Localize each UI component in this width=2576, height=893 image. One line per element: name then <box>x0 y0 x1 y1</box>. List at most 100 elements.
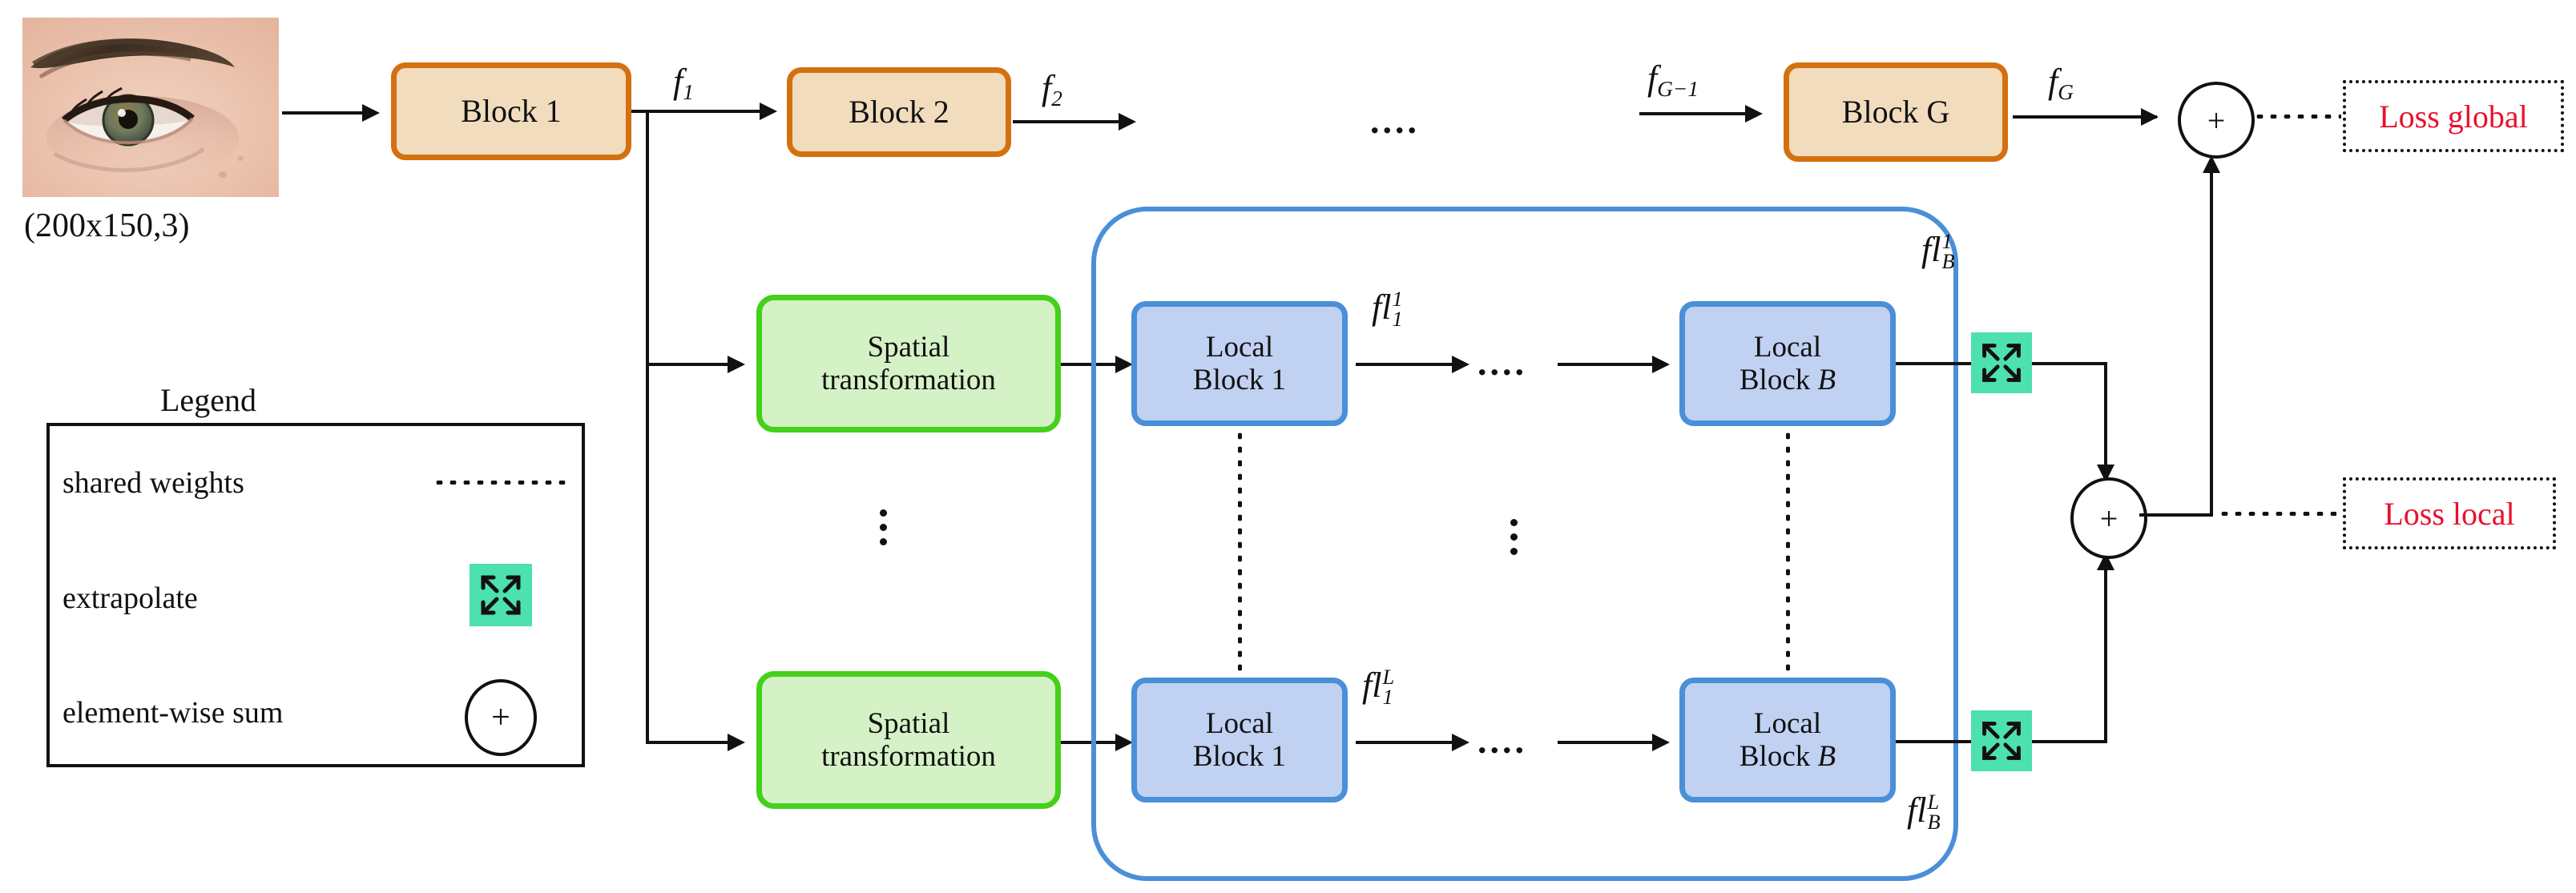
arrow-local-rowL-b-line <box>1558 741 1662 744</box>
line-extra-rowL-to-up <box>2032 740 2107 743</box>
dotted-local-to-loss <box>2218 512 2336 516</box>
dotted-line-icon <box>433 481 567 485</box>
arrow-f2-line <box>1013 120 1131 123</box>
legend-label-extrapolate: extrapolate <box>62 581 198 615</box>
local-block-1-rowL-line1: Local <box>1205 706 1274 740</box>
legend-label-shared-weights: shared weights <box>62 466 244 500</box>
label-fl-1-L-sub: 1 <box>1382 684 1393 709</box>
arrow-f1-to-block2-head <box>760 103 777 120</box>
label-fG: fG <box>2048 62 2074 105</box>
branch-to-spatial-1-head <box>728 356 745 373</box>
spatial-transformation-1-line2: transformation <box>821 364 996 396</box>
arrow-local-row1-b-head <box>1652 356 1670 373</box>
block-1[interactable]: Block 1 <box>391 62 631 160</box>
loss-local-label: Loss local <box>2384 495 2515 532</box>
arrow-input-to-block1-line <box>282 111 365 115</box>
label-fl-1-1-sub: 1 <box>1392 306 1403 331</box>
block-2-label: Block 2 <box>849 93 949 130</box>
input-caption: (200x150,3) <box>24 207 190 244</box>
shared-weights-dotted-col-1 <box>1238 429 1242 676</box>
legend-label-elementwise-sum: element-wise sum <box>62 696 284 730</box>
dotted-global-to-loss <box>2253 115 2341 119</box>
plus-circle-icon: + <box>465 679 537 756</box>
spatial-transformation-1-line1: Spatial <box>867 330 950 364</box>
loss-global-box: Loss global <box>2343 80 2564 152</box>
legend-item-shared-weights: shared weights <box>62 455 572 511</box>
arrow-local-row1-a-head <box>1452 356 1469 373</box>
global-row-ellipsis: .... <box>1370 100 1420 141</box>
arrow-local-row1-a-line <box>1356 363 1461 366</box>
label-fl-1-L-sup: L <box>1382 664 1395 689</box>
spatial-transformation-L-line1: Spatial <box>867 706 950 740</box>
local-block-1-row1[interactable]: Local Block 1 <box>1131 301 1348 426</box>
local-block-B-rowL-line2: Block B <box>1739 740 1836 773</box>
line-row1-down-to-localsum <box>2104 362 2107 476</box>
local-rowL-ellipsis: .... <box>1477 720 1527 761</box>
arrow-fG-line <box>2013 115 2157 119</box>
line-rowL-up-to-localsum <box>2104 561 2107 742</box>
global-sum-node[interactable]: + <box>2178 82 2255 159</box>
extrapolate-icon-rowL[interactable] <box>1971 710 2032 771</box>
local-block-1-row1-line2: Block 1 <box>1192 364 1287 396</box>
spatial-transformation-1[interactable]: Spatial transformation <box>756 295 1061 432</box>
block-1-label: Block 1 <box>461 92 562 129</box>
loss-global-label: Loss global <box>2379 98 2528 135</box>
block-2[interactable]: Block 2 <box>787 67 1011 157</box>
local-blocks-vertical-ellipsis <box>1510 519 1518 555</box>
extrapolate-icon-row1[interactable] <box>1971 332 2032 393</box>
spatial-transformation-L[interactable]: Spatial transformation <box>756 671 1061 809</box>
label-fl-B-1-sub: B <box>1941 248 1955 273</box>
legend-item-extrapolate: extrapolate <box>62 570 572 626</box>
local-block-B-rowL[interactable]: Local Block B <box>1679 678 1896 802</box>
label-fG-minus-1: fG−1 <box>1647 58 1699 102</box>
input-eye-image <box>22 18 279 197</box>
label-fl-1-1-sup: 1 <box>1392 286 1403 311</box>
spatial-vertical-ellipsis <box>880 509 887 545</box>
local-block-1-rowL-line2: Block 1 <box>1192 740 1287 773</box>
line-localB-rowL-out <box>1896 740 1998 743</box>
extrapolate-icon <box>470 564 532 626</box>
local-block-B-row1[interactable]: Local Block B <box>1679 301 1896 426</box>
local-block-1-row1-line1: Local <box>1205 330 1274 364</box>
label-fl-B-1-sup: 1 <box>1941 228 1953 253</box>
branch-to-spatial-L-head <box>728 734 745 751</box>
line-localsum-right <box>2139 513 2213 517</box>
arrow-fG1-head <box>1745 105 1763 123</box>
block-g[interactable]: Block G <box>1784 62 2008 162</box>
line-extra-row1-to-down <box>2032 362 2107 365</box>
spatial-transformation-L-line2: transformation <box>821 740 996 773</box>
legend-title: Legend <box>160 382 256 418</box>
label-f2: f2 <box>1042 68 1062 111</box>
branch-to-spatial-L-line <box>646 741 740 744</box>
arrow-localsum-into-globalsum <box>2203 155 2220 173</box>
label-fl-B-L-sub: B <box>1927 809 1941 834</box>
arrow-input-to-block1-head <box>362 104 380 122</box>
arrow-local-rowL-b-head <box>1652 734 1670 751</box>
label-fl-B-L-sup: L <box>1927 789 1940 814</box>
arrow-fG-head <box>2141 108 2159 126</box>
local-block-1-rowL[interactable]: Local Block 1 <box>1131 678 1348 802</box>
branch-to-spatial-1-line <box>646 363 740 366</box>
arrow-f2-head <box>1119 113 1136 131</box>
local-block-B-row1-line1: Local <box>1753 330 1822 364</box>
local-row1-ellipsis: .... <box>1477 342 1527 383</box>
label-f1: f1 <box>673 62 694 105</box>
arrow-local-rowL-a-line <box>1356 741 1461 744</box>
local-branch-container <box>1091 207 1958 881</box>
loss-local-box: Loss local <box>2343 477 2556 549</box>
arrow-local-rowL-a-head <box>1452 734 1469 751</box>
line-localsum-up-to-globalsum <box>2210 173 2213 515</box>
legend-item-elementwise-sum: element-wise sum <box>62 685 572 741</box>
local-sum-node[interactable]: + <box>2070 477 2147 559</box>
branch-f1-line <box>631 110 774 113</box>
arrow-local-row1-b-line <box>1558 363 1662 366</box>
arrow-fG1-line <box>1639 112 1760 115</box>
branch-trunk-vertical <box>646 110 649 744</box>
shared-weights-dotted-col-B <box>1786 429 1790 676</box>
line-localB-row1-out <box>1896 362 1998 365</box>
